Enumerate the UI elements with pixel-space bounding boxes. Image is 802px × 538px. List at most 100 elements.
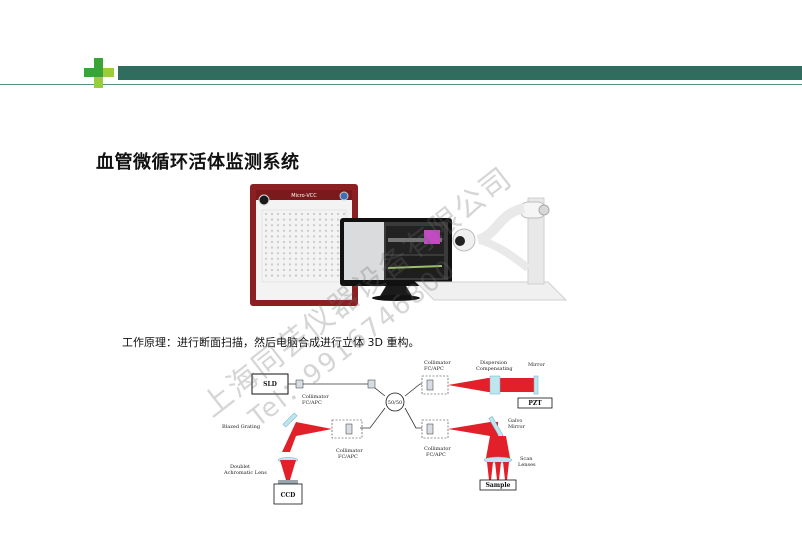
vent-dot (282, 235, 286, 238)
vent-dot (318, 224, 322, 227)
mirror (533, 375, 539, 395)
vent-dot (282, 246, 286, 249)
vent-dot (270, 274, 274, 277)
vent-dot (336, 235, 340, 238)
vent-dot (336, 224, 340, 227)
vent-dot (318, 246, 322, 249)
vent-dot (294, 229, 298, 232)
dispersion-label: Dispersion (480, 360, 508, 366)
vent-dot (276, 224, 280, 227)
vent-dot (294, 274, 298, 277)
vent-dot (312, 246, 316, 249)
vent-dot (276, 252, 280, 255)
vent-dot (276, 229, 280, 232)
dispersion-compensator (489, 375, 501, 395)
vent-dot (306, 229, 310, 232)
vent-dot (282, 240, 286, 244)
vent-dot (318, 263, 322, 266)
vent-dot (330, 218, 334, 221)
mirror-label: Mirror (528, 362, 546, 368)
vent-dot (336, 229, 340, 232)
vent-dot (294, 224, 298, 227)
vent-dot (312, 252, 316, 255)
vent-dot (318, 212, 322, 216)
vent-dot (264, 224, 268, 227)
vent-dot (312, 240, 316, 244)
sample-box (479, 479, 517, 491)
scan-label: Scan (520, 456, 533, 462)
vent-dot (336, 252, 340, 255)
doublet-label: Doublet (230, 464, 250, 470)
vent-dot (312, 263, 316, 266)
vent-dot (300, 252, 304, 255)
vent-dot (270, 263, 274, 266)
vent-dot (312, 218, 316, 221)
header-divider (0, 84, 802, 85)
vent-dot (300, 224, 304, 227)
coupler-label: 50/50 (388, 400, 402, 406)
vent-dot (312, 235, 316, 238)
ccd-label: CCD (281, 492, 296, 499)
vent-dot (300, 229, 304, 232)
vent-dot (264, 218, 268, 221)
oct-diagram: SLD Collimator FC/APC 50/50 Collimator F… (222, 360, 553, 505)
page-title: 血管微循环活体监测系统 (96, 152, 300, 173)
fcapc-label-1: FC/APC (302, 400, 322, 406)
vent-dot (324, 274, 328, 277)
vent-dot (270, 212, 274, 216)
vent-dot (330, 224, 334, 227)
vent-dot (288, 229, 292, 232)
vent-dot (318, 268, 322, 272)
vent-dot (318, 274, 322, 277)
pzt-label: PZT (528, 400, 542, 407)
vent-dot (306, 268, 310, 272)
fcapc-label-4: FC/APC (426, 452, 446, 458)
vent-dot (300, 246, 304, 249)
system-photo: Micro-VCC (250, 184, 568, 306)
vent-dot (282, 257, 286, 260)
vent-dot (330, 240, 334, 244)
vent-dot (264, 257, 268, 260)
vent-dot (294, 218, 298, 221)
vent-dot (300, 257, 304, 260)
vent-dot (276, 240, 280, 244)
vent-dot (300, 274, 304, 277)
vent-dot (270, 246, 274, 249)
vent-dot (324, 224, 328, 227)
vent-dot (342, 212, 346, 216)
vent-dot (288, 240, 292, 244)
vent-dot (330, 257, 334, 260)
vent-dot (288, 235, 292, 238)
vent-dot (288, 263, 292, 266)
vent-dot (330, 246, 334, 249)
vent-dot (294, 263, 298, 266)
vent-dot (300, 218, 304, 221)
vent-dot (264, 268, 268, 272)
vent-dot (318, 257, 322, 260)
vent-dot (270, 252, 274, 255)
vent-dot (288, 224, 292, 227)
vent-dot (294, 212, 298, 216)
sample-label: Sample (486, 482, 511, 489)
vent-dot (282, 268, 286, 272)
vent-dot (288, 212, 292, 216)
vent-dot (306, 218, 310, 221)
vent-dot (276, 263, 280, 266)
cross-logo-icon (84, 58, 114, 88)
vent-dot (306, 212, 310, 216)
vent-dot (300, 263, 304, 266)
vent-dot (264, 229, 268, 232)
power-button-icon (258, 194, 270, 206)
vent-dot (318, 252, 322, 255)
vent-dot (300, 240, 304, 244)
vent-dot (294, 257, 298, 260)
vent-dot (324, 218, 328, 221)
vent-dot (306, 224, 310, 227)
vent-dot (336, 257, 340, 260)
vent-dot (306, 274, 310, 277)
vent-dot (270, 257, 274, 260)
vent-dot (324, 268, 328, 272)
vent-dot (306, 235, 310, 238)
compensating-label: Compensating (476, 366, 513, 372)
vent-dot (330, 235, 334, 238)
